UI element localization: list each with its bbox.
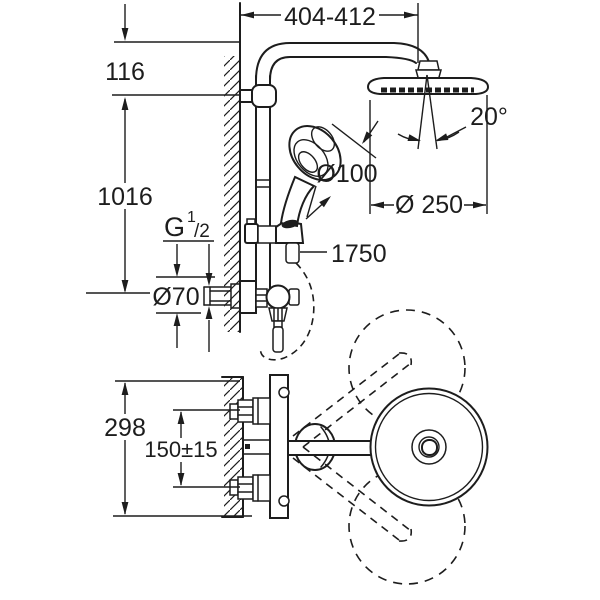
thermostat-valve xyxy=(203,280,300,353)
wall-bracket xyxy=(239,84,277,108)
dim-arm-reach-label: 404-412 xyxy=(284,3,376,31)
dim-hand-shower: Ø100 xyxy=(305,120,379,220)
hose-connector xyxy=(272,326,284,353)
dimensions: 404-412 116 1016 G 1 /2 xyxy=(86,3,508,517)
dim-arm-reach: 404-412 xyxy=(240,3,419,63)
dim-hose-length: 1750 xyxy=(300,240,387,268)
dim-arm-drop-label: 116 xyxy=(105,58,145,86)
dim-spray-angle-label: 20° xyxy=(470,103,508,131)
dim-thread-frac: /2 xyxy=(194,221,210,242)
dim-thread: G 1 /2 xyxy=(163,209,214,352)
dim-connection-centers-label: 150±15 xyxy=(144,437,217,462)
spray-centerline-right xyxy=(426,74,438,150)
top-view xyxy=(221,309,489,585)
valve-body xyxy=(265,284,291,310)
hand-shower xyxy=(279,125,342,229)
dim-thread-sup: 1 xyxy=(187,209,196,226)
swivel-range-upper xyxy=(348,309,466,427)
bottom-connection xyxy=(229,474,271,502)
hose-outlet xyxy=(285,242,300,264)
dim-spray-angle: 20° xyxy=(397,103,508,142)
dim-hose-length-label: 1750 xyxy=(331,240,387,268)
swivel-arm-positions xyxy=(292,352,413,542)
overhead-shower-plan xyxy=(369,387,489,507)
top-connection xyxy=(229,397,271,425)
dim-body-height: 298 xyxy=(101,380,252,517)
arm-end-cap xyxy=(421,439,438,456)
dim-head-diameter-label: Ø 250 xyxy=(395,191,463,219)
wall-section-front xyxy=(224,2,241,333)
dim-escutcheon-label: Ø70 xyxy=(152,283,199,311)
shower-hose xyxy=(259,262,315,361)
dim-escutcheon: Ø70 xyxy=(152,244,215,348)
dim-thread-g: G xyxy=(164,212,185,242)
shower-rail xyxy=(255,42,430,292)
front-view xyxy=(203,2,490,361)
dim-body-height-label: 298 xyxy=(104,414,146,442)
spray-centerline-left xyxy=(417,74,428,150)
dim-rail-height: 1016 xyxy=(86,97,153,294)
thread-section xyxy=(230,283,241,309)
escutcheon xyxy=(239,280,257,314)
overhead-shower xyxy=(366,60,490,150)
dim-rail-height-label: 1016 xyxy=(97,183,153,211)
dim-arm-drop: 116 xyxy=(105,4,240,96)
dim-connection-centers: 150±15 xyxy=(141,409,240,488)
valve-body-plan xyxy=(229,374,290,519)
dim-head-diameter: Ø 250 xyxy=(369,95,488,219)
dim-hand-shower-label: Ø100 xyxy=(316,160,377,188)
